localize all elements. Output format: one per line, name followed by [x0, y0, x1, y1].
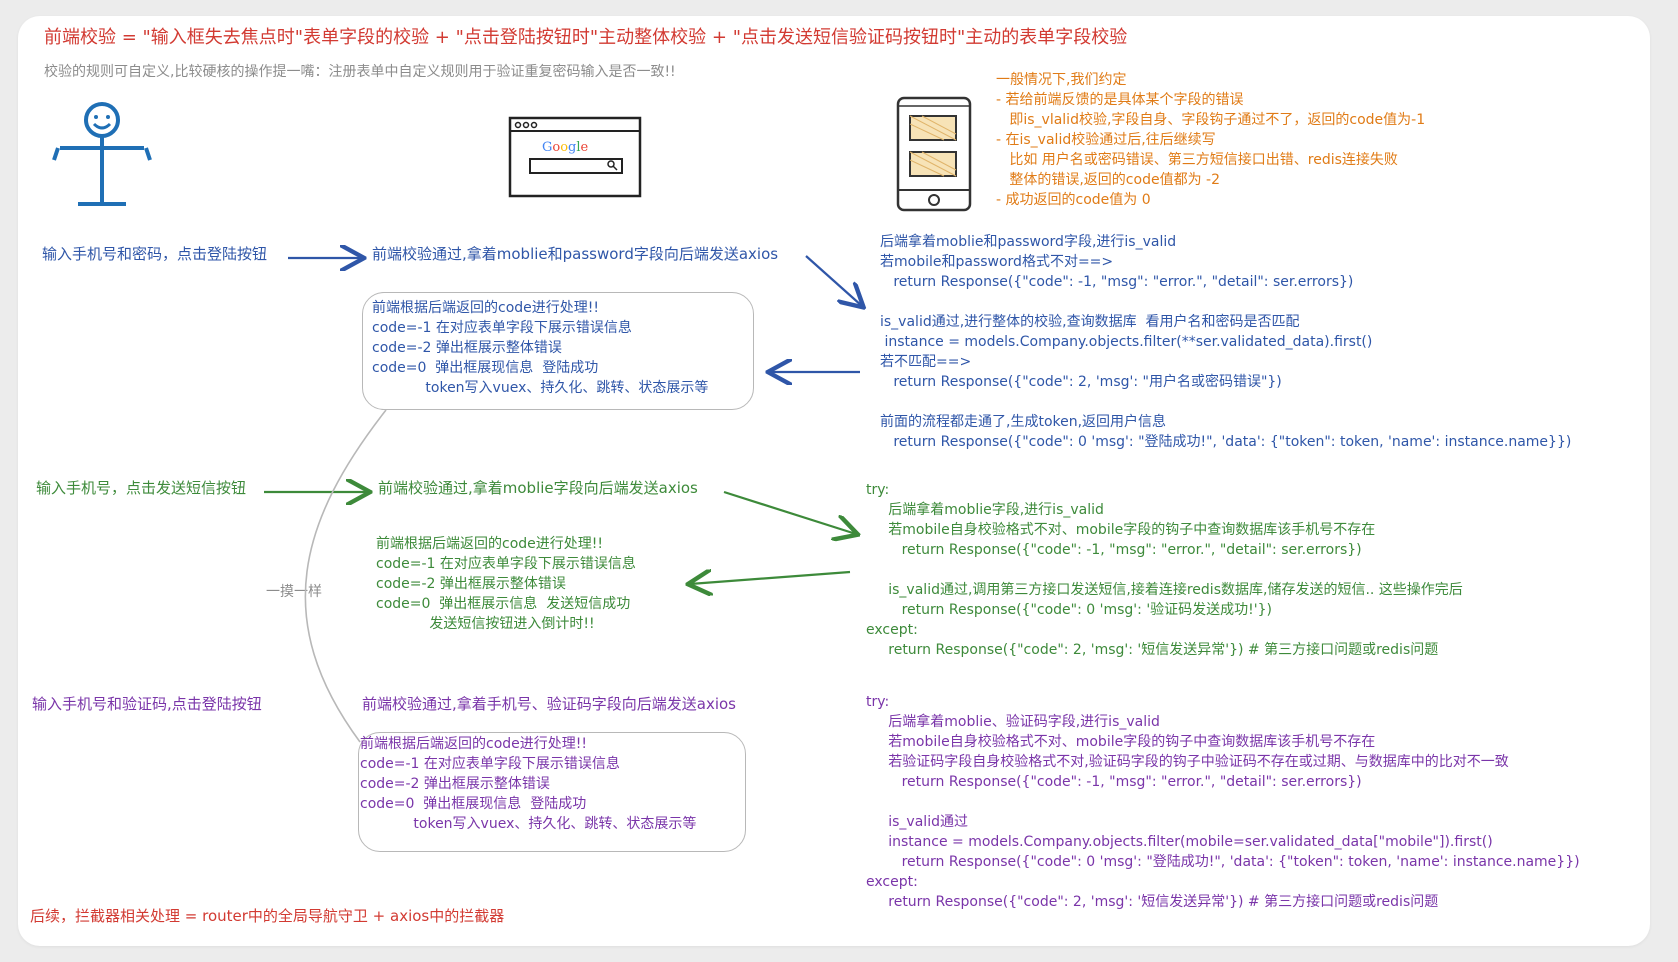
flow2-backend-line: 后端拿着moblie字段,进行is_valid [866, 502, 1104, 518]
flow1-handle-line: code=0 弹出框展现信息 登陆成功 [372, 360, 599, 376]
google-browser-icon [508, 116, 642, 198]
stick-figure-user-icon [52, 102, 152, 206]
flow3-backend-line: try: [866, 694, 890, 710]
conventions-note-line: - 若给前端反馈的是具体某个字段的错误 [996, 92, 1244, 108]
flow1-handle-line: token写入vuex、持久化、跳转、状态展示等 [372, 380, 709, 396]
flow2-user-action: 输入手机号，点击发送短信按钮 [36, 479, 247, 497]
flow1-backend-line: is_valid通过,进行整体的校验,查询数据库 看用户名和密码是否匹配 [880, 314, 1300, 330]
flow2-backend-line: except: [866, 622, 918, 638]
flow2-backend-line: 若mobile自身校验格式不对、mobile字段的钩子中查询数据库该手机号不存在 [866, 522, 1376, 538]
flow3-handle-text: 前端根据后端返回的code进行处理!! code=-1 在对应表单字段下展示错误信… [360, 734, 696, 834]
flow2-backend-line: return Response({"code": 2, 'msg': '短信发送… [866, 642, 1439, 658]
conventions-note-line: 即is_vlalid校验,字段自身、字段钩子通过不了，返回的code值为-1 [996, 112, 1426, 128]
flow2-backend-line: try: [866, 482, 890, 498]
flow1-user-action: 输入手机号和密码，点击登陆按钮 [42, 245, 268, 263]
conventions-note-line: 一般情况下,我们约定 [996, 72, 1127, 88]
footer-note: 后续，拦截器相关处理 = router中的全局导航守卫 + axios中的拦截器 [30, 907, 505, 925]
flow3-backend-line [866, 792, 1580, 812]
flow1-backend-code: 后端拿着moblie和password字段,进行is_valid 若mobile和… [880, 232, 1571, 452]
flow1-backend-line [880, 292, 1571, 312]
flow3-backend-code: try: 后端拿着moblie、验证码字段,进行is_valid 若mobile… [866, 692, 1580, 912]
flow3-backend-line: 若mobile自身校验格式不对、mobile字段的钩子中查询数据库该手机号不存在 [866, 734, 1376, 750]
flow2-backend-line [866, 560, 1463, 580]
flow2-backend-line: return Response({"code": 0 'msg': '验证码发送… [866, 602, 1272, 618]
flow2-frontend-request: 前端校验通过,拿着moblie字段向后端发送axios [378, 479, 698, 497]
flow3-backend-line: 若验证码字段自身校验格式不对,验证码字段的钩子中验证码不存在或过期、与数据库中的… [866, 754, 1509, 770]
google-logo: Google [542, 140, 589, 155]
flow1-backend-line: 前面的流程都走通了,生成token,返回用户信息 [880, 414, 1167, 430]
flow1-backend-line: return Response({"code": -1, "msg": "err… [880, 274, 1354, 290]
flow2-backend-code: try: 后端拿着moblie字段,进行is_valid 若mobile自身校验… [866, 480, 1463, 660]
mobile-phone-icon [896, 96, 972, 212]
flow3-backend-line: return Response({"code": -1, "msg": "err… [866, 774, 1362, 790]
flow2-backend-line: return Response({"code": -1, "msg": "err… [866, 542, 1362, 558]
conventions-note-line: - 成功返回的code值为 0 [996, 192, 1151, 208]
flow3-backend-line: return Response({"code": 2, 'msg': '短信发送… [866, 894, 1439, 910]
flow3-backend-line: return Response({"code": 0 'msg': "登陆成功!… [866, 854, 1580, 870]
conventions-note-line: 整体的错误,返回的code值都为 -2 [996, 172, 1220, 188]
flow1-handle-line: code=-1 在对应表单字段下展示错误信息 [372, 320, 632, 336]
conventions-note-line: - 在is_valid校验通过后,往后继续写 [996, 132, 1216, 148]
flow1-handle-line: 前端根据后端返回的code进行处理!! [372, 300, 599, 316]
flow1-backend-line: return Response({"code": 2, 'msg': "用户名或… [880, 374, 1282, 390]
flow1-backend-line: instance = models.Company.objects.filter… [880, 334, 1373, 350]
flow3-user-action: 输入手机号和验证码,点击登陆按钮 [32, 695, 262, 713]
conventions-note-line: 比如 用户名或密码错误、第三方短信接口出错、redis连接失败 [996, 152, 1398, 168]
flow3-handle-line: 前端根据后端返回的code进行处理!! [360, 736, 587, 752]
flow3-handle-line: code=0 弹出框展现信息 登陆成功 [360, 796, 587, 812]
diagram-canvas [18, 16, 1650, 946]
same-as-label: 一摸一样 [266, 584, 322, 600]
flow1-backend-line: return Response({"code": 0 'msg': "登陆成功!… [880, 434, 1572, 450]
flow2-handle-line: 前端根据后端返回的code进行处理!! [376, 536, 603, 552]
flow3-backend-line: except: [866, 874, 918, 890]
flow3-backend-line: instance = models.Company.objects.filter… [866, 834, 1493, 850]
flow1-handle-text: 前端根据后端返回的code进行处理!! code=-1 在对应表单字段下展示错误信… [372, 298, 708, 398]
flow2-handle-line: code=-2 弹出框展示整体错误 [376, 576, 566, 592]
flow3-frontend-request: 前端校验通过,拿着手机号、验证码字段向后端发送axios [362, 695, 736, 713]
flow2-backend-line: is_valid通过,调用第三方接口发送短信,接着连接redis数据库,储存发送… [866, 582, 1463, 598]
flow2-handle-text: 前端根据后端返回的code进行处理!! code=-1 在对应表单字段下展示错误信… [376, 534, 636, 634]
flow1-handle-line: code=-2 弹出框展示整体错误 [372, 340, 562, 356]
flow2-handle-line: code=0 弹出框展示信息 发送短信成功 [376, 596, 631, 612]
flow3-handle-line: token写入vuex、持久化、跳转、状态展示等 [360, 816, 697, 832]
conventions-note: 一般情况下,我们约定 - 若给前端反馈的是具体某个字段的错误 即is_vlalid… [996, 70, 1425, 210]
flow1-backend-line: 若不匹配==> [880, 354, 972, 370]
flow1-backend-line: 若mobile和password格式不对==> [880, 254, 1114, 270]
flow2-handle-line: 发送短信按钮进入倒计时!! [376, 616, 595, 632]
flow3-handle-line: code=-1 在对应表单字段下展示错误信息 [360, 756, 620, 772]
flow2-handle-line: code=-1 在对应表单字段下展示错误信息 [376, 556, 636, 572]
flow3-handle-line: code=-2 弹出框展示整体错误 [360, 776, 550, 792]
flow3-backend-line: is_valid通过 [866, 814, 968, 830]
flow1-handle-box [362, 292, 754, 410]
diagram-title: 前端校验 = "输入框失去焦点时"表单字段的校验 + "点击登陆按钮时"主动整体… [44, 27, 1128, 48]
flow1-backend-line: 后端拿着moblie和password字段,进行is_valid [880, 234, 1177, 250]
flow1-frontend-request: 前端校验通过,拿着moblie和password字段向后端发送axios [372, 245, 779, 263]
diagram-subtitle: 校验的规则可自定义,比较硬核的操作提一嘴：注册表单中自定义规则用于验证重复密码输… [44, 64, 676, 80]
flow1-backend-line [880, 392, 1571, 412]
flow3-handle-box [358, 732, 746, 852]
flow3-backend-line: 后端拿着moblie、验证码字段,进行is_valid [866, 714, 1160, 730]
